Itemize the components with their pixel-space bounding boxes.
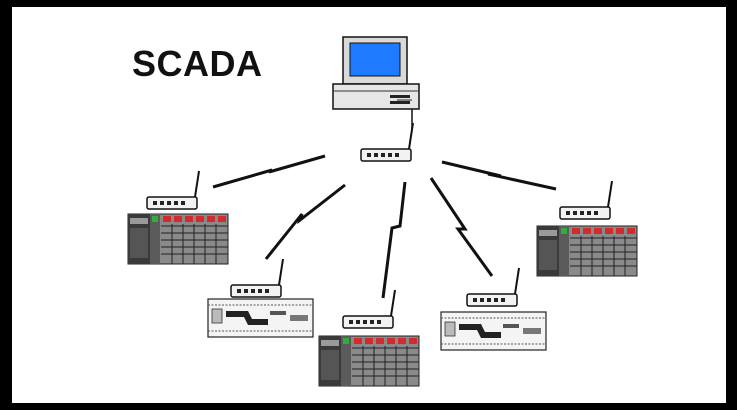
rtu-far-left-plc-icon bbox=[127, 213, 229, 265]
rtu-right-plc-icon bbox=[440, 311, 547, 351]
rtu-far-right-radio-icon bbox=[559, 180, 613, 220]
radio-link-far-right bbox=[441, 160, 557, 191]
rtu-center-radio-icon bbox=[342, 289, 396, 329]
radio-link-far-left bbox=[212, 154, 326, 189]
master-computer-icon bbox=[332, 36, 420, 110]
radio-link-center bbox=[381, 181, 407, 299]
rtu-left-plc-icon bbox=[207, 298, 314, 338]
radio-link-left bbox=[264, 183, 346, 260]
rtu-far-left-radio-icon bbox=[146, 170, 200, 210]
rtu-right-radio-icon bbox=[466, 267, 520, 307]
rtu-left-radio-icon bbox=[230, 258, 284, 298]
diagram-title: SCADA bbox=[132, 43, 263, 84]
rtu-center-plc-icon bbox=[318, 335, 420, 387]
rtu-far-right-plc-icon bbox=[536, 225, 638, 277]
radio-link-right bbox=[429, 177, 494, 277]
central-radio-icon bbox=[360, 122, 414, 162]
